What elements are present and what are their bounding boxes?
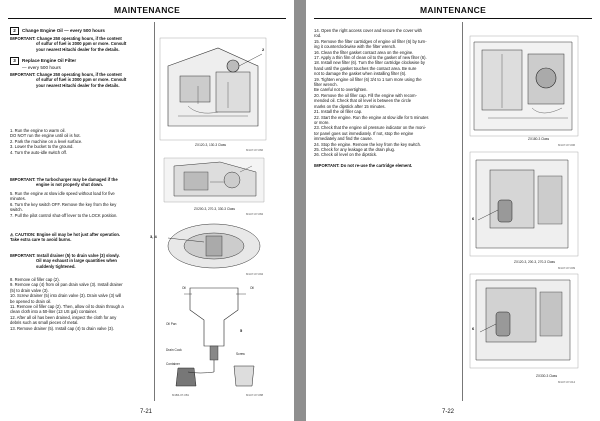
label-oil-pan: Oil Pan (166, 322, 177, 326)
oil-filter-figure-3 (469, 273, 579, 369)
page-header: MAINTENANCE (8, 4, 286, 19)
oil-drain-diagram (175, 287, 255, 387)
page-number: 7-21 (140, 409, 153, 415)
label-screw: Screw (236, 352, 245, 356)
page-number: 7-22 (442, 409, 455, 415)
right-page: MAINTENANCE 14. Open the right access co… (306, 0, 600, 421)
figure-code: M1U7-07-006 (558, 143, 576, 147)
column-divider (462, 22, 463, 401)
label-oil: Oil (250, 286, 254, 290)
caution-note: ⚠ CAUTION: Engine oil may be hot just af… (10, 232, 121, 243)
important-note-3: IMPORTANT: The turbocharger may be damag… (10, 177, 118, 188)
page-header: MAINTENANCE (314, 4, 592, 19)
figure-caption: ZX120-3, 130-3 Class (195, 143, 227, 147)
steps-8-13: 8. Remove oil filler cap (2).9. Remove c… (10, 277, 124, 331)
figure-code: M1U7-07-014 (558, 380, 576, 384)
important-note-1: IMPORTANT: Change 250 operating hours, i… (10, 36, 127, 52)
drain-valve-figure (167, 223, 261, 269)
important-note-4: IMPORTANT: Install drainer (5) to drain … (10, 253, 120, 269)
callout-6: 6 (472, 326, 475, 331)
steps-14-26: 14. Open the right access cover and secu… (314, 28, 429, 158)
figure-caption: ZX330-3 Class (536, 374, 558, 378)
callout-6: 6 (472, 216, 475, 221)
figure-code: M1U7-07-094 (246, 272, 264, 276)
engine-oil-filler-figure (159, 37, 267, 141)
figure-caption: ZX200-3, 270-3, 330-3 Class (194, 207, 235, 211)
engine-figure-2 (163, 157, 265, 203)
callout-5: 5 (240, 328, 243, 333)
steps-5-7: 5. Run the engine at slow idle speed wit… (10, 191, 118, 218)
label-container: Container (166, 362, 180, 366)
figure-caption: ZX180-3 Class (528, 137, 550, 141)
figure-code: M1B4-07-081 (172, 393, 189, 397)
label-drain-cock: Drain Cock (166, 348, 182, 352)
callout-3-4: 3, 4 (150, 234, 157, 239)
figure-code: M1U7-07-088 (246, 393, 264, 397)
figure-code: M1U7-07-009 (558, 266, 576, 270)
figure-caption: ZX120-3, 200-3, 270-3 Class (514, 260, 555, 264)
steps-1-4: 1. Run the engine to warm oil. DO NOT ru… (10, 128, 83, 155)
warning-icon: ⚠ (10, 232, 14, 237)
column-divider (154, 22, 155, 401)
callout-2: 2 (262, 47, 265, 52)
oil-filter-figure-2 (469, 151, 579, 257)
figure-code: M1U7-07-084 (246, 212, 264, 216)
label-oil: Oil (182, 286, 186, 290)
figure-code: M1U7-07-066 (246, 148, 264, 152)
important-note-2: IMPORTANT: Change 250 operating hours, i… (10, 72, 127, 88)
engine-access-figure-1 (469, 35, 579, 137)
important-note: IMPORTANT: Do not re-use the cartridge e… (314, 163, 413, 168)
